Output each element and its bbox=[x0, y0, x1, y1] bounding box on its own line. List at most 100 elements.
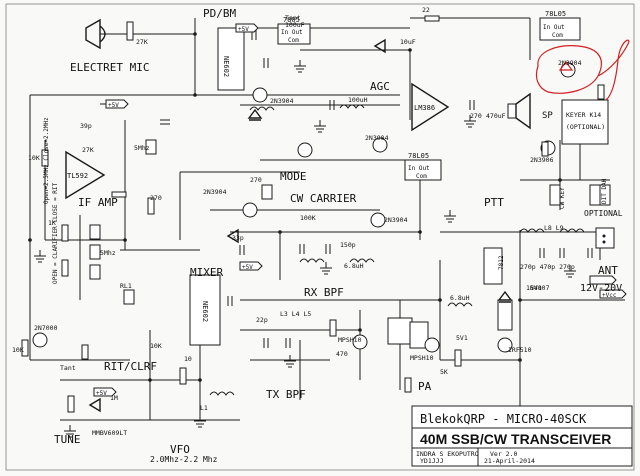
svg-text:10uF: 10uF bbox=[400, 38, 416, 46]
svg-text:270: 270 bbox=[250, 176, 262, 184]
regulator-7805-top bbox=[277, 23, 311, 45]
svg-text:10: 10 bbox=[184, 355, 192, 363]
junction-dots bbox=[28, 32, 562, 382]
svg-text:470uF: 470uF bbox=[486, 112, 506, 120]
svg-text:5Mhz: 5Mhz bbox=[134, 144, 150, 152]
rx-bpf-label: RX BPF bbox=[304, 286, 344, 299]
svg-text:10K: 10K bbox=[28, 154, 40, 162]
mode-label: MODE bbox=[280, 170, 307, 183]
svg-text:In Out: In Out bbox=[281, 29, 303, 36]
svg-text:RL1: RL1 bbox=[120, 282, 132, 290]
regulator-7812 bbox=[483, 247, 503, 285]
svg-text:1M: 1M bbox=[110, 394, 118, 402]
svg-text:(OPTIONAL): (OPTIONAL) bbox=[566, 123, 605, 131]
svg-text:2N7000: 2N7000 bbox=[34, 324, 58, 332]
supply-voltage-label: 12V-20V bbox=[580, 283, 622, 294]
svg-text:In Out: In Out bbox=[408, 165, 430, 172]
sheet-border bbox=[5, 3, 635, 471]
ant-label: ANT bbox=[598, 264, 618, 277]
svg-text:5V1: 5V1 bbox=[456, 334, 468, 342]
opamp-note: Open=2.5MHz Close=2.2MHz bbox=[43, 117, 50, 204]
svg-text:7812: 7812 bbox=[498, 255, 505, 270]
svg-text:22p: 22p bbox=[256, 316, 268, 324]
svg-text:2N3904: 2N3904 bbox=[384, 216, 408, 224]
svg-text:2N3904: 2N3904 bbox=[270, 97, 294, 105]
svg-text:6.8uH: 6.8uH bbox=[344, 262, 364, 270]
svg-text:+5V: +5V bbox=[108, 102, 119, 109]
svg-text:1N4007: 1N4007 bbox=[526, 284, 550, 292]
svg-text:10K: 10K bbox=[150, 342, 162, 350]
svg-text:150p: 150p bbox=[340, 241, 356, 249]
agc-label: AGC bbox=[370, 80, 390, 93]
svg-text:78L05: 78L05 bbox=[408, 152, 429, 160]
electret-mic-symbol bbox=[85, 18, 128, 50]
svg-text:5K: 5K bbox=[440, 368, 448, 376]
svg-text:39p: 39p bbox=[80, 122, 92, 130]
lm386-amplifier bbox=[411, 82, 450, 132]
svg-text:78L05: 78L05 bbox=[545, 10, 566, 18]
svg-text:33p: 33p bbox=[232, 234, 244, 242]
title-callsign: YD1JJJ bbox=[420, 457, 444, 465]
svg-text:100uH: 100uH bbox=[348, 96, 368, 104]
svg-text:100uF: 100uF bbox=[285, 21, 305, 29]
svg-text:IRF510: IRF510 bbox=[508, 346, 532, 354]
svg-text:Com: Com bbox=[416, 173, 427, 180]
red-wire-sketch bbox=[597, 39, 630, 101]
svg-text:LM386: LM386 bbox=[414, 104, 435, 112]
svg-text:L3 L4 L5: L3 L4 L5 bbox=[280, 310, 311, 318]
svg-text:DIT DAH: DIT DAH bbox=[601, 178, 608, 204]
mixer-label: MIXER bbox=[190, 266, 223, 279]
ground-symbols bbox=[34, 60, 576, 438]
clarifier-note: OPEN = CLARIFIER CLOSE = RIT bbox=[52, 182, 59, 284]
keyer-k14-ic bbox=[561, 99, 609, 145]
tx-bpf-label: TX BPF bbox=[266, 388, 306, 401]
svg-text:5V1: 5V1 bbox=[530, 284, 542, 292]
svg-text:CW KEY: CW KEY bbox=[559, 187, 566, 209]
svg-text:L8 L9: L8 L9 bbox=[544, 224, 564, 232]
vfo-label: VFO bbox=[170, 443, 190, 456]
svg-text:Com: Com bbox=[552, 32, 563, 39]
svg-text:270p 470p 270p: 270p 470p 270p bbox=[520, 263, 575, 271]
pa-label: PA bbox=[418, 380, 432, 393]
ptt-label: PTT bbox=[484, 196, 504, 209]
svg-text:7805: 7805 bbox=[283, 16, 300, 24]
svg-text:2N3904: 2N3904 bbox=[203, 188, 227, 196]
svg-text:TL592: TL592 bbox=[67, 172, 88, 180]
vfo-range-label: 2.0Mhz-2.2 Mhz bbox=[150, 455, 218, 464]
ne602-top-ic bbox=[217, 27, 245, 91]
svg-text:In Out: In Out bbox=[543, 24, 565, 31]
svg-text:1K: 1K bbox=[48, 219, 56, 227]
optional-label: OPTIONAL bbox=[584, 209, 623, 218]
regulator-78l05-mid bbox=[404, 159, 442, 181]
title-date: 21-April-2014 bbox=[484, 457, 535, 465]
svg-text:22: 22 bbox=[422, 6, 430, 14]
svg-text:NE602: NE602 bbox=[222, 56, 230, 77]
electret-mic-label: ELECTRET MIC bbox=[70, 61, 149, 74]
svg-text:MPSH10: MPSH10 bbox=[410, 354, 434, 362]
svg-text:L1: L1 bbox=[200, 404, 208, 412]
title-author: INDRA S EKOPUTRO bbox=[416, 450, 479, 458]
svg-text:MPSH10: MPSH10 bbox=[338, 336, 362, 344]
svg-text:27K: 27K bbox=[82, 146, 94, 154]
svg-text:NE602: NE602 bbox=[201, 301, 209, 322]
svg-text:SP: SP bbox=[542, 111, 553, 121]
svg-text:2N3904: 2N3904 bbox=[558, 59, 582, 67]
title-product: BlekokQRP - MICRO-40SCK bbox=[420, 412, 587, 426]
svg-text:6.8uH: 6.8uH bbox=[450, 294, 470, 302]
pd-bm-label: PD/BM bbox=[203, 7, 236, 20]
supply-flags bbox=[93, 23, 627, 397]
svg-text:KEYER K14: KEYER K14 bbox=[566, 111, 601, 119]
key-jacks bbox=[549, 184, 611, 206]
svg-text:27K: 27K bbox=[136, 38, 148, 46]
antenna-connector bbox=[595, 227, 615, 249]
svg-text:+5V: +5V bbox=[242, 264, 253, 271]
crystal-filters bbox=[89, 139, 273, 305]
svg-text:470: 470 bbox=[336, 350, 348, 358]
ne602-mixer-ic bbox=[189, 274, 221, 346]
if-amp-label: IF AMP bbox=[78, 196, 118, 209]
rit-clrf-label: RIT/CLRF bbox=[104, 360, 157, 373]
svg-text:Tant: Tant bbox=[60, 364, 76, 372]
cw-carrier-label: CW CARRIER bbox=[290, 192, 357, 205]
capacitors bbox=[160, 30, 593, 348]
